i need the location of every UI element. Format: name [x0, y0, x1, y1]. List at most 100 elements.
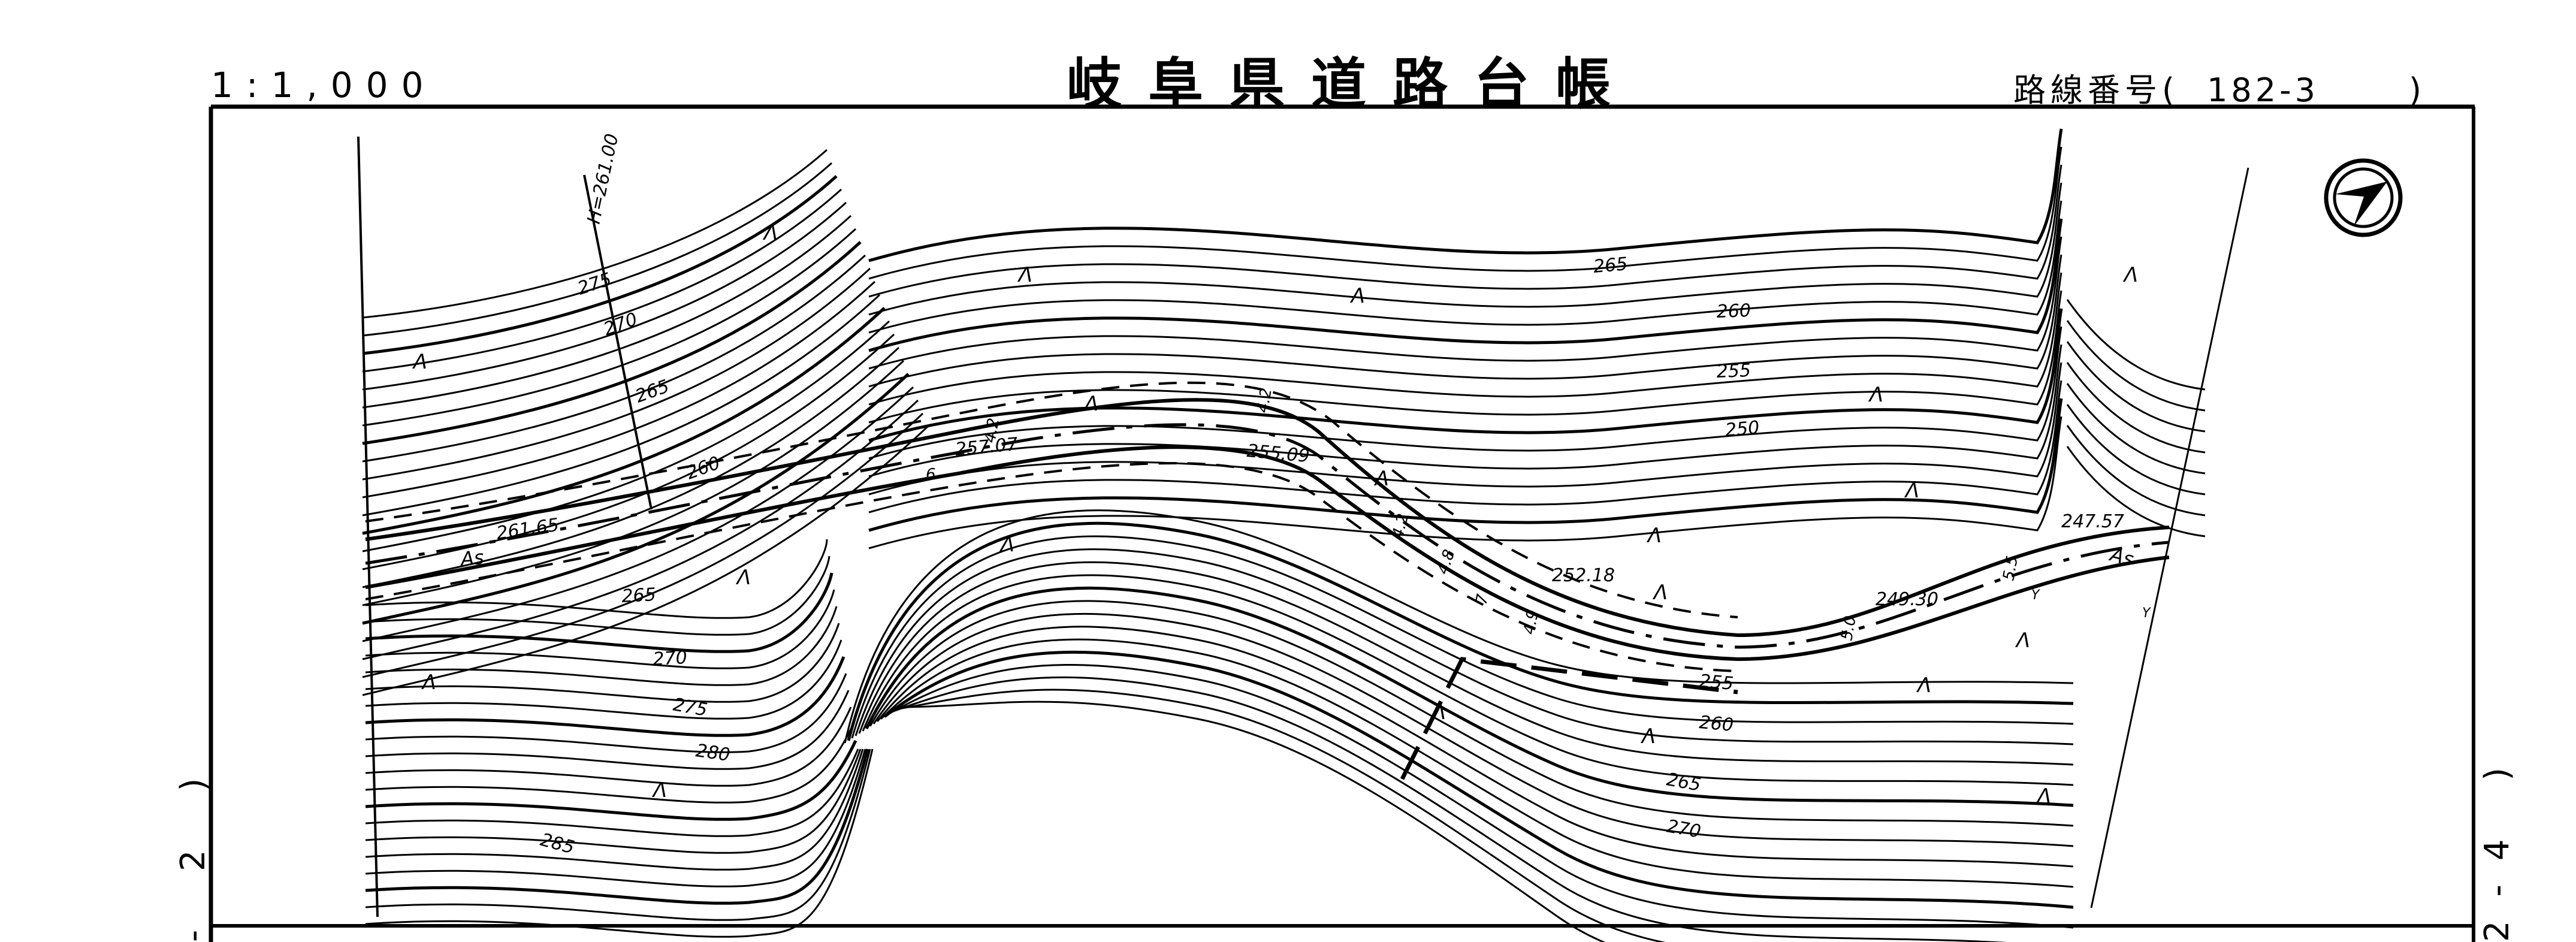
section-line	[583, 174, 653, 510]
contour-line	[365, 748, 866, 887]
contour-line	[365, 572, 833, 653]
contour-line	[365, 555, 831, 636]
contour-label: 265	[1665, 769, 1702, 795]
contour-label: 270	[601, 309, 641, 340]
contour-line	[365, 748, 874, 938]
contour-label: 265	[633, 376, 672, 407]
sheet-boundary-line	[1400, 657, 1738, 780]
elevation-point-label: 252.18	[1552, 565, 1615, 586]
contour-line	[869, 600, 2074, 827]
vegetation-symbol: Λ	[1349, 284, 1365, 308]
contour-line	[362, 425, 929, 696]
contour-label: 270	[653, 647, 688, 670]
vegetation-symbol: Λ	[421, 671, 436, 695]
vegetation-symbol: Λ	[1868, 383, 1883, 407]
road-edge-lower	[365, 445, 2170, 662]
contour-line	[898, 701, 1606, 942]
contour-line	[868, 344, 2062, 478]
contour-line	[868, 308, 2063, 442]
contour-line	[362, 412, 924, 678]
vegetation-symbol: Λ	[999, 533, 1014, 557]
contour-line	[872, 612, 2074, 847]
contour-line	[365, 748, 864, 871]
contour-line	[365, 748, 871, 921]
contour-line	[847, 521, 2074, 741]
contour-line	[362, 201, 847, 391]
contour-line	[365, 690, 850, 770]
vegetation-symbol: Λ	[1640, 724, 1656, 748]
contour-line	[868, 380, 2062, 514]
width-label: 5.5	[2000, 554, 2022, 582]
contour-line	[362, 149, 828, 319]
contour-line	[365, 748, 869, 905]
contour-line	[868, 200, 2062, 334]
vegetation-symbol: Λ	[762, 221, 778, 245]
contour-line	[2066, 404, 2206, 496]
contour-line	[362, 294, 881, 517]
contour-line	[362, 373, 910, 625]
contour-line	[362, 333, 895, 570]
contour-label: 265	[1593, 253, 1629, 277]
contour-label: 285	[538, 829, 576, 859]
contour-line	[365, 673, 847, 753]
vegetation-symbol: Λ	[735, 566, 751, 590]
contour-line	[876, 626, 2074, 868]
contour-line	[2066, 446, 2206, 538]
vegetation-symbol: Λ	[1646, 524, 1662, 548]
contour-line	[365, 623, 840, 703]
vegetation-symbol: Λ	[1916, 674, 1931, 698]
vegetation-symbol: Λ	[412, 350, 427, 374]
contour-line	[2066, 425, 2206, 517]
contour-label: 260	[1698, 712, 1734, 736]
contour-line	[362, 346, 900, 588]
contour-line	[362, 360, 905, 606]
contour-line	[868, 182, 2062, 316]
vegetation-symbol: Λ	[2015, 629, 2030, 653]
contour-line	[2066, 320, 2206, 412]
contour-label: 255	[1698, 671, 1734, 695]
contour-line	[365, 656, 845, 737]
contour-label: 280	[694, 740, 732, 766]
contour-line	[362, 162, 832, 337]
width-label: 4.2	[981, 416, 1003, 444]
orchard-symbol: Y	[2142, 606, 2151, 621]
vegetation-symbol: Λ	[2036, 784, 2051, 808]
contour-line	[868, 362, 2062, 496]
contour-line	[2066, 362, 2206, 454]
contour-line	[868, 218, 2063, 352]
elevation-point-label: 249.30	[1876, 589, 1938, 610]
contour-line	[2066, 299, 2206, 391]
road-centerline	[365, 423, 2170, 649]
north-arrow-icon	[2324, 158, 2403, 237]
width-label: 5.0	[1838, 614, 1860, 642]
width-label: 4.9	[1520, 608, 1542, 636]
contour-line	[854, 548, 2074, 745]
contour-line	[844, 509, 2074, 744]
elevation-point-label: 247.57	[2061, 511, 2124, 532]
contour-line	[862, 574, 2074, 786]
contour-line	[868, 146, 2062, 280]
vegetation-symbol: Λ	[1430, 701, 1446, 724]
contour-line	[851, 535, 2074, 739]
contour-line	[362, 399, 919, 660]
contour-line	[365, 748, 862, 854]
contour-label: 265	[621, 584, 657, 607]
contour-line	[362, 267, 871, 481]
contour-line	[365, 589, 835, 669]
contour-line	[865, 586, 2074, 807]
contour-lines	[362, 128, 2206, 942]
contour-line	[365, 639, 842, 720]
vegetation-symbol: Λ	[1652, 581, 1668, 605]
contour-line	[365, 707, 852, 787]
contour-line	[858, 561, 2074, 766]
contour-line	[868, 236, 2062, 370]
contour-line	[868, 398, 2063, 532]
contour-line	[868, 272, 2062, 406]
route-number-value: 182-3	[2207, 71, 2319, 109]
contour-line	[365, 539, 828, 619]
map-frame	[209, 104, 2475, 942]
vegetation-symbol: Λ	[1017, 263, 1032, 287]
section-line-label: H=261.00	[584, 132, 623, 226]
contour-line	[868, 290, 2062, 424]
